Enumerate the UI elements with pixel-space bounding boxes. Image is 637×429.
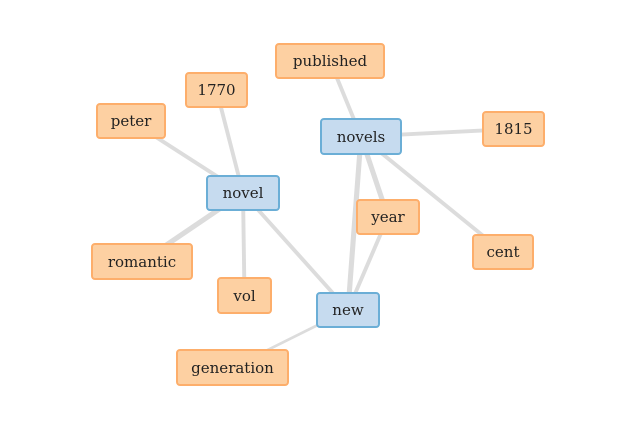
node-year[interactable]: year: [356, 199, 420, 235]
node-1770[interactable]: 1770: [185, 72, 248, 108]
node-label: generation: [191, 358, 274, 377]
node-1815[interactable]: 1815: [482, 111, 545, 147]
node-label: 1815: [494, 120, 533, 138]
node-label: romantic: [107, 252, 177, 271]
node-label: novels: [336, 127, 386, 146]
node-novel[interactable]: novel: [206, 175, 280, 211]
node-peter[interactable]: peter: [96, 103, 166, 139]
node-label: year: [371, 208, 405, 226]
node-published[interactable]: published: [275, 43, 385, 79]
node-label: cent: [486, 243, 520, 261]
node-label: vol: [233, 286, 256, 305]
node-label: published: [292, 52, 368, 70]
node-new[interactable]: new: [316, 292, 380, 328]
node-romantic[interactable]: romantic: [91, 243, 193, 280]
edge-novel-new: [241, 191, 350, 312]
edge-novels-cent: [359, 134, 505, 254]
node-cent[interactable]: cent: [472, 234, 534, 270]
node-label: 1770: [197, 81, 236, 99]
node-novels[interactable]: novels: [320, 118, 402, 155]
node-label: novel: [222, 184, 264, 202]
node-generation[interactable]: generation: [176, 349, 289, 386]
node-label: peter: [110, 112, 152, 130]
edge-novels-new: [345, 133, 364, 313]
node-vol[interactable]: vol: [217, 277, 272, 314]
node-label: new: [332, 301, 364, 319]
